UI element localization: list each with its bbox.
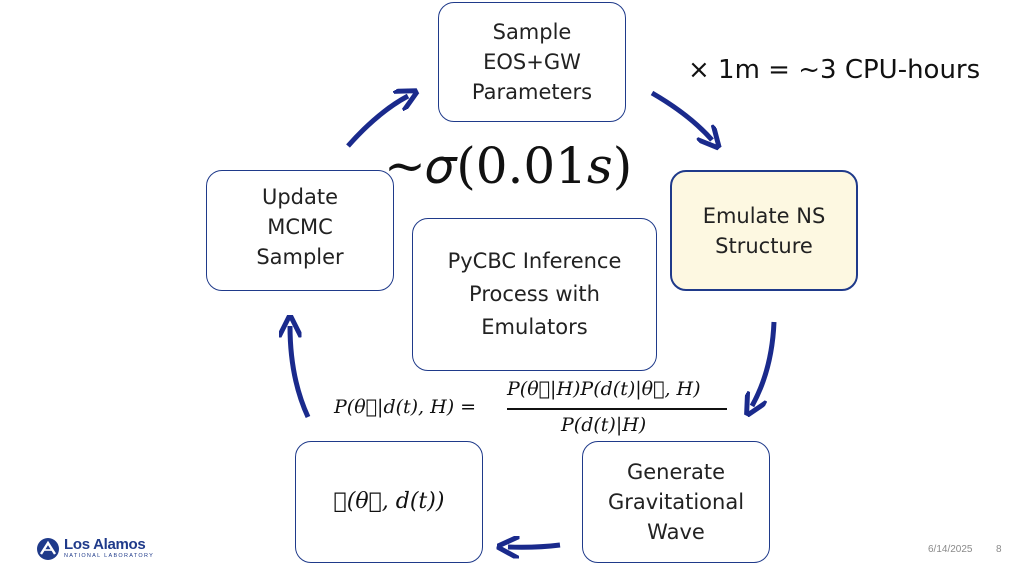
center-pycbc-inference: PyCBC Inference Process with Emulators xyxy=(412,218,657,371)
node-sample-line-1: Sample xyxy=(492,20,572,44)
bayes-numerator: P(θ⃗|H)P(d(t)|θ⃗, H) xyxy=(507,378,701,400)
node-likelihood: ℒ(θ⃗, d(t)) xyxy=(295,441,483,563)
node-emulate-line-2: Structure xyxy=(715,233,813,258)
node-generate-line-3: Wave xyxy=(647,520,705,544)
node-update-line-1: Update xyxy=(261,184,339,209)
arrow-emulate-to-generate xyxy=(752,321,777,406)
arrow-sample-to-emulate xyxy=(650,90,712,140)
node-emulate-ns-structure: Emulate NS Structure xyxy=(670,170,858,291)
center-line-3: Emulators xyxy=(481,315,588,339)
node-update-mcmc-sampler: Update MCMC Sampler xyxy=(206,170,394,291)
bayes-denominator: P(d(t)|H) xyxy=(561,414,647,436)
node-sample-line-3: Parameters xyxy=(471,80,593,104)
timing-annotation: ~𝜎(0.01𝑠) xyxy=(384,137,633,195)
node-emulate-line-1: Emulate NS xyxy=(702,203,826,228)
arrow-generate-to-likelihood xyxy=(508,545,561,547)
node-update-line-2: MCMC xyxy=(267,214,333,239)
bayes-lhs: P(θ⃗|d(t), H) = xyxy=(334,396,477,418)
bayes-fraction-bar xyxy=(507,408,727,410)
node-generate-line-2: Gravitational xyxy=(607,490,745,514)
cost-annotation: × 1m = ~3 CPU-hours xyxy=(688,55,981,85)
logo-main-text: Los Alamos xyxy=(64,536,146,553)
node-sample-line-2: EOS+GW xyxy=(483,50,581,74)
node-generate-line-1: Generate xyxy=(626,460,726,484)
los-alamos-logo: Los Alamos NATIONAL LABORATORY xyxy=(36,537,154,561)
arrow-likelihood-to-update xyxy=(290,326,311,419)
lanl-atom-icon xyxy=(37,538,59,560)
center-line-2: Process with xyxy=(469,282,600,306)
node-generate-gravitational-wave: Generate Gravitational Wave xyxy=(582,441,770,563)
node-sample-parameters: Sample EOS+GW Parameters xyxy=(438,2,626,122)
slide-number: 8 xyxy=(996,544,1002,555)
logo-sub-text: NATIONAL LABORATORY xyxy=(64,553,155,559)
arrow-update-to-sample xyxy=(346,96,408,148)
slide-date: 6/14/2025 xyxy=(928,544,973,555)
likelihood-formula: ℒ(θ⃗, d(t)) xyxy=(333,489,445,514)
node-update-line-3: Sampler xyxy=(256,244,344,269)
center-line-1: PyCBC Inference xyxy=(447,249,622,273)
